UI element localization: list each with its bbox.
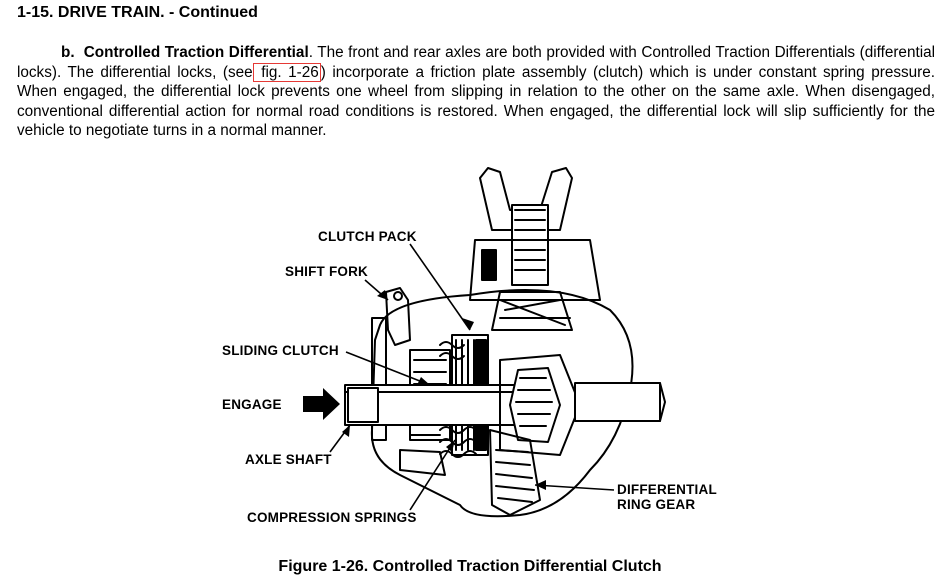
- section-heading: 1-15. DRIVE TRAIN. - Continued: [17, 4, 258, 21]
- spider-gear: [509, 367, 561, 443]
- callout-shift-fork: SHIFT FORK: [285, 264, 368, 279]
- leader-clutch-pack: [409, 243, 471, 331]
- paragraph-label: b.: [61, 44, 75, 61]
- right-axle-part: [574, 382, 661, 422]
- leader-differential: [534, 484, 615, 491]
- ring-gear-part: [489, 429, 541, 516]
- figure-caption: Figure 1-26. Controlled Traction Differe…: [278, 558, 662, 575]
- pinion-housing: [469, 239, 601, 301]
- leader-compression-springs: [409, 439, 456, 511]
- shift-fork-part: [385, 287, 411, 346]
- body-paragraph: b. Controlled Traction Differential. The…: [17, 43, 935, 141]
- figure-link[interactable]: fig. 1-26: [252, 62, 321, 82]
- differential-case: [499, 354, 581, 456]
- paragraph-text-after-link: ) incorporate a friction plate assembly …: [17, 63, 935, 140]
- pinion-shaft: [511, 204, 549, 286]
- compression-springs-part: [439, 426, 477, 458]
- callout-compression-springs: COMPRESSION SPRINGS: [247, 510, 417, 525]
- engage-arrow: [303, 388, 340, 420]
- paragraph-title: Controlled Traction Differential: [83, 44, 309, 61]
- leader-sliding-clutch: [345, 351, 431, 386]
- paragraph-text-before-link: . The front and rear axles are both prov…: [17, 44, 936, 81]
- callout-clutch-pack: CLUTCH PACK: [318, 229, 417, 244]
- callout-ring-gear: RING GEAR: [617, 497, 696, 512]
- callout-axle-shaft: AXLE SHAFT: [245, 452, 332, 467]
- callout-engage: ENGAGE: [222, 397, 282, 412]
- callout-sliding-clutch: SLIDING CLUTCH: [222, 343, 339, 358]
- callout-differential: DIFFERENTIAL: [617, 482, 717, 497]
